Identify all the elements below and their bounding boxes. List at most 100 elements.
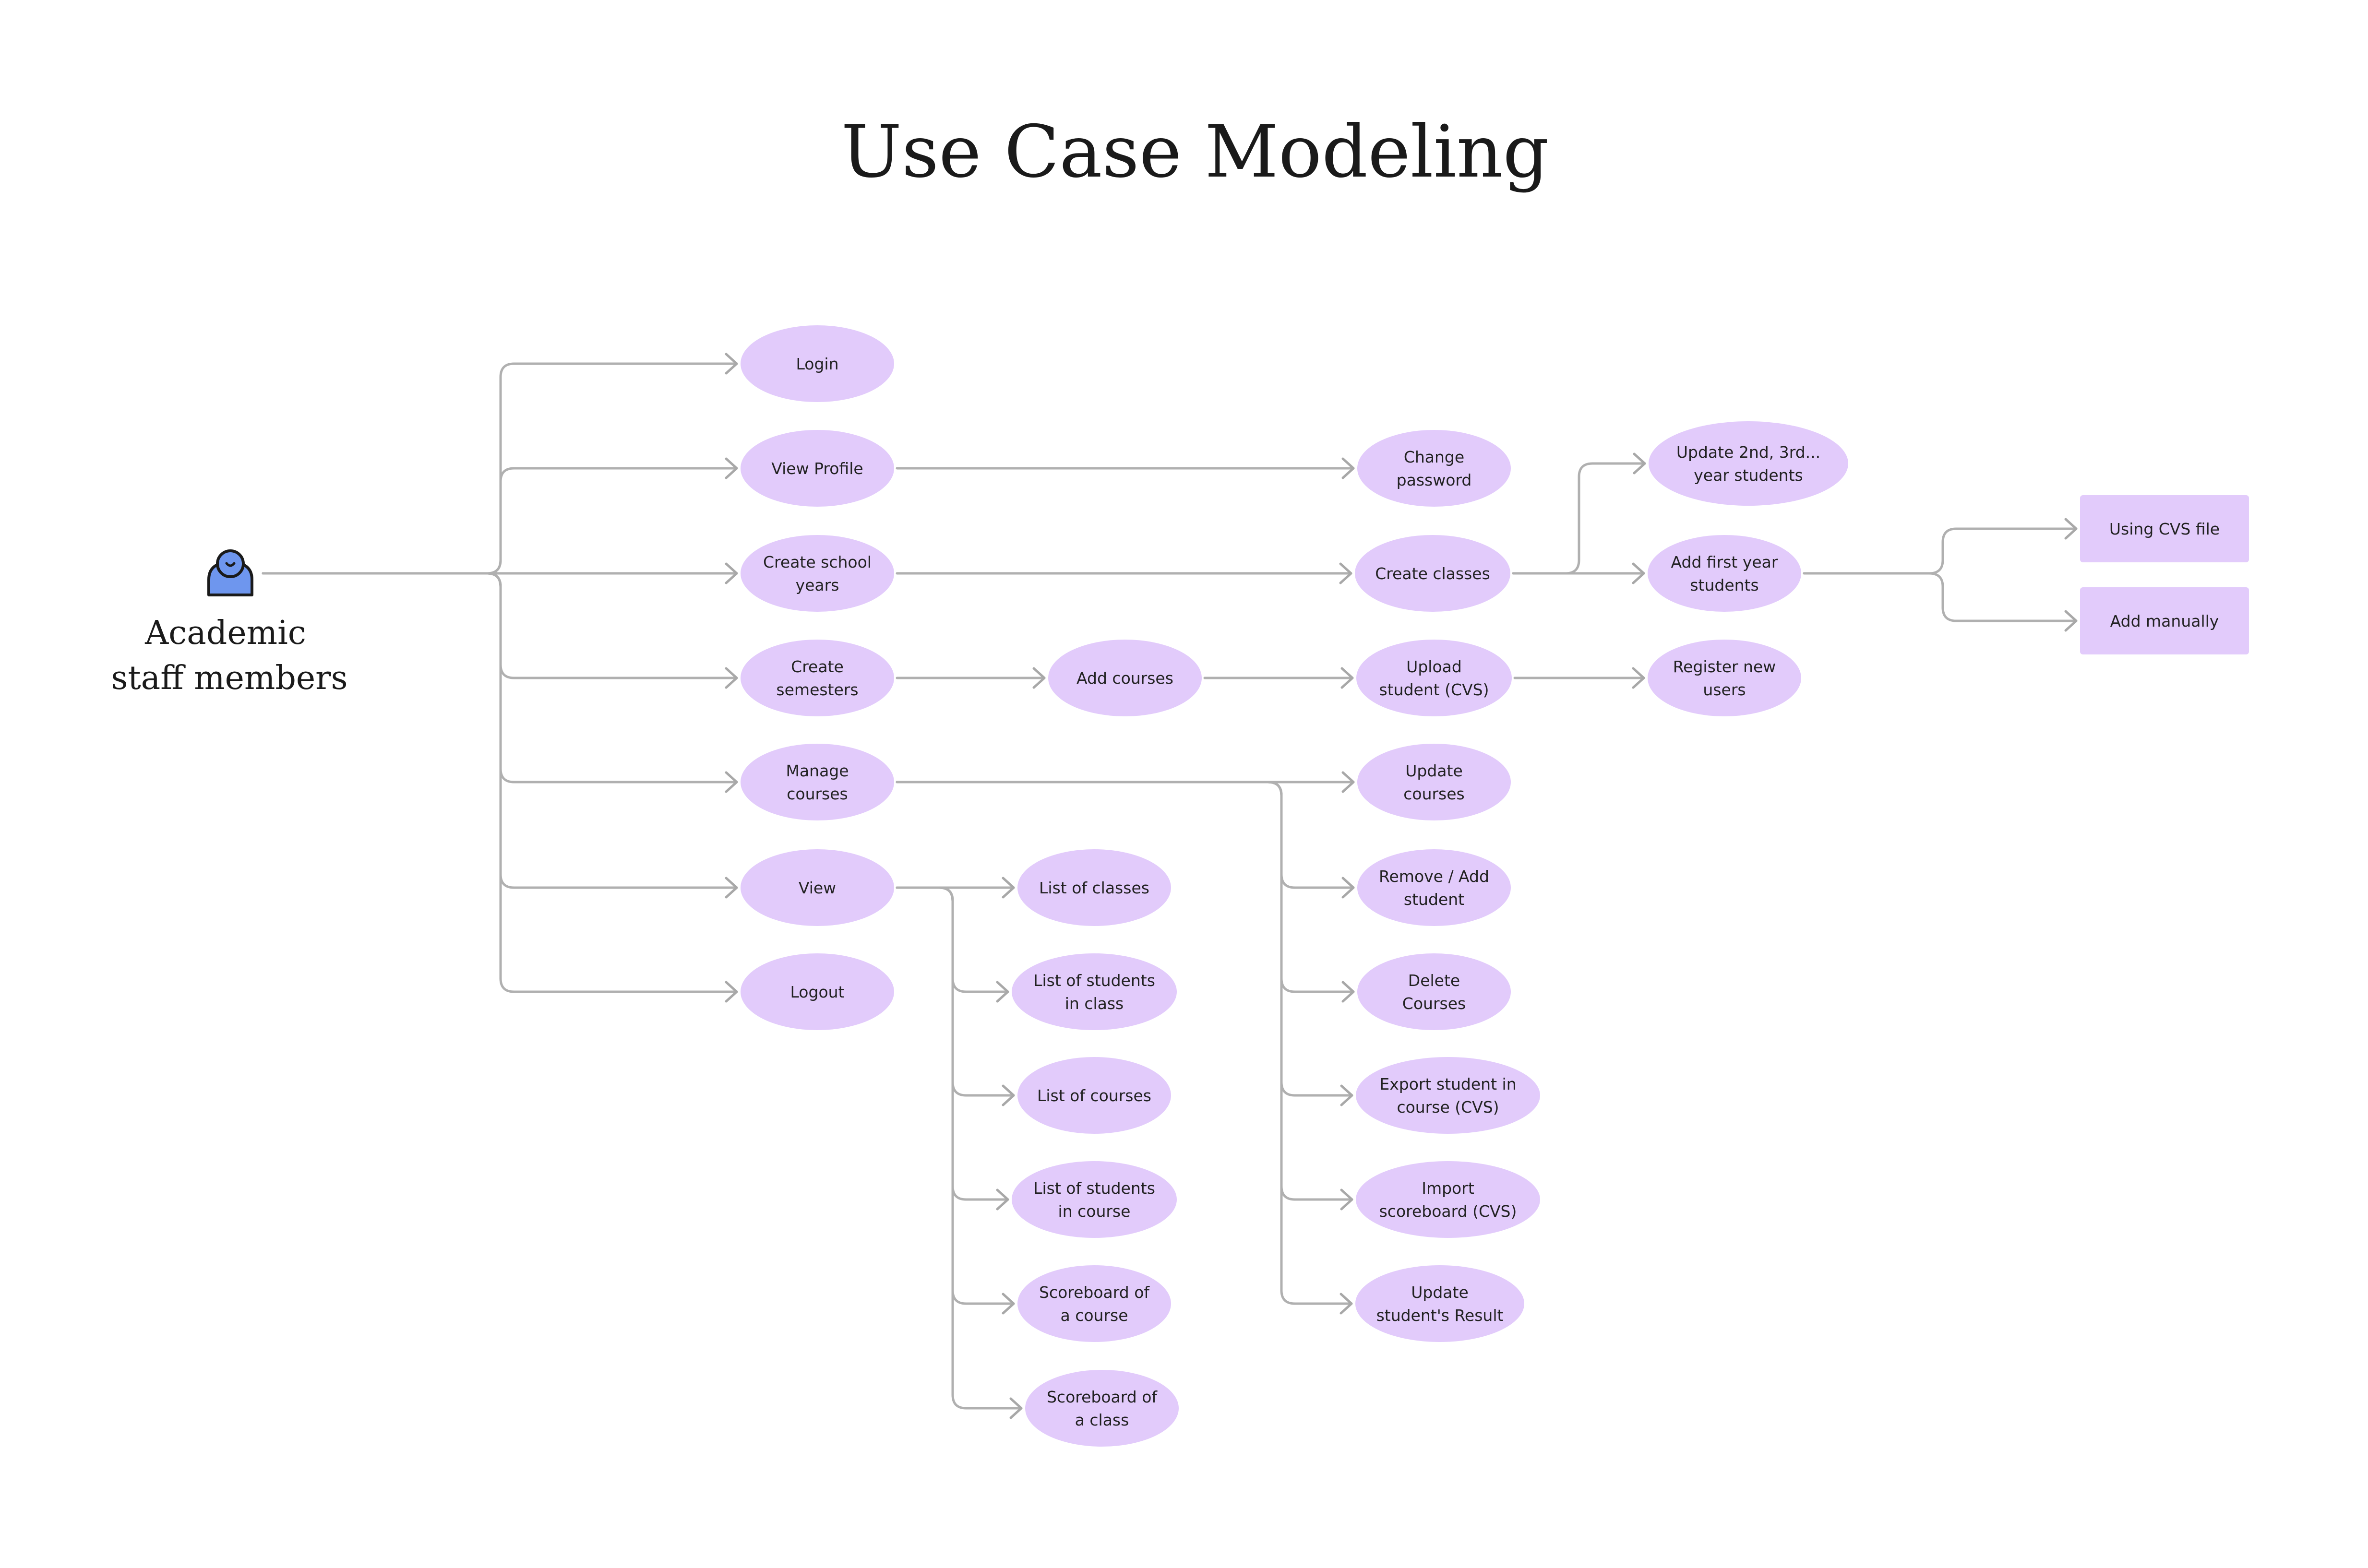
use-case-label: a class	[1075, 1411, 1129, 1429]
use-case-label: scoreboard (CVS)	[1379, 1202, 1517, 1221]
use-case-label: Update	[1405, 761, 1463, 780]
edge-add-courses-to-upload-student-arrow	[1340, 667, 1354, 689]
use-case-create-school-years: Create school years	[741, 535, 894, 612]
use-case-label: in class	[1065, 994, 1124, 1013]
use-case-label: year students	[1694, 466, 1803, 485]
use-case-add-courses: Add courses	[1048, 640, 1202, 716]
edge-add-first-year-to-using-cvs-file	[1803, 527, 2078, 575]
use-case-add-first-year: Add first year students	[1648, 535, 1801, 612]
use-case-shape	[1357, 430, 1511, 507]
use-case-scoreboard-class: Scoreboard of a class	[1025, 1370, 1179, 1447]
edge-actor-to-view-arrow	[725, 877, 738, 899]
actor: Academic staff members	[111, 549, 348, 697]
edge-create-school-years-to-create-classes-arrow	[1339, 562, 1352, 584]
use-case-label: Add first year	[1671, 553, 1778, 571]
edge-actor-to-login-arrow	[725, 353, 738, 375]
use-case-label: users	[1703, 680, 1746, 699]
edge-upload-student-to-register-users-arrow	[1632, 667, 1645, 689]
use-case-label: List of courses	[1037, 1086, 1151, 1105]
use-case-add-manually: Add manually	[2080, 587, 2249, 654]
use-case-view: View	[741, 849, 894, 926]
use-case-label: Create school	[763, 553, 872, 571]
use-case-label: student	[1404, 890, 1464, 909]
edge-manage-courses-to-import-scoreboard-arrow	[1340, 1188, 1353, 1211]
edge-manage-courses-to-delete-courses-arrow	[1341, 981, 1355, 1003]
edge-manage-courses-to-update-result	[896, 781, 1353, 1305]
edge-actor-to-create-school-years-arrow	[725, 562, 738, 584]
use-case-label: List of students	[1033, 1179, 1155, 1198]
edge-view-profile-to-change-password-arrow	[1341, 457, 1355, 479]
edge-manage-courses-to-update-courses-arrow	[1341, 771, 1355, 793]
use-case-label: Using CVS file	[2109, 520, 2220, 538]
use-case-label: Delete	[1408, 971, 1460, 990]
edge-add-first-year-to-add-manually	[1803, 572, 2078, 622]
use-case-list-classes: List of classes	[1017, 849, 1171, 926]
edge-manage-courses-to-remove-add-student-arrow	[1341, 877, 1355, 899]
use-case-shape	[741, 430, 894, 507]
use-case-shape	[741, 325, 894, 402]
use-case-label: Add courses	[1076, 669, 1173, 688]
edge-create-classes-to-add-first-year-arrow	[1632, 562, 1645, 584]
use-case-label: Create	[791, 657, 844, 676]
use-case-shape	[1017, 1057, 1171, 1134]
use-case-shape	[1649, 421, 1848, 506]
use-case-logout: Logout	[741, 953, 894, 1030]
use-case-shape	[1012, 953, 1177, 1030]
use-case-label: Courses	[1402, 994, 1466, 1013]
use-case-label: Scoreboard of	[1047, 1388, 1158, 1406]
use-case-label: Register new	[1673, 657, 1776, 676]
person-icon	[207, 549, 253, 596]
edge-create-classes-to-update-2nd-3rd-arrow	[1633, 452, 1646, 475]
use-case-label: students	[1690, 576, 1758, 594]
use-case-label: List of students	[1033, 971, 1155, 990]
edge-create-classes-to-update-2nd-3rd	[1512, 462, 1646, 575]
use-case-shape	[1648, 535, 1801, 612]
use-case-shape	[741, 744, 894, 820]
use-case-shape	[1357, 849, 1511, 926]
edge-actor-to-view-profile-arrow	[725, 457, 738, 479]
use-case-label: courses	[787, 784, 848, 803]
use-case-register-users: Register new users	[1648, 640, 1801, 716]
edge-create-semesters-to-add-courses-arrow	[1032, 667, 1046, 689]
use-case-label: Update	[1411, 1283, 1469, 1302]
edge-view-to-scoreboard-class-arrow	[1009, 1397, 1023, 1419]
use-case-shape	[741, 953, 894, 1030]
edge-manage-courses-to-update-result-arrow	[1339, 1293, 1353, 1315]
edge-view-to-list-classes-arrow	[1002, 877, 1015, 899]
use-case-shape	[1355, 535, 1510, 612]
diagram-title: Use Case Modeling	[841, 110, 1549, 194]
use-case-shape	[741, 640, 894, 716]
use-case-label: Login	[796, 355, 838, 373]
use-case-login: Login	[741, 325, 894, 402]
edge-view-to-list-students-course-arrow	[996, 1188, 1009, 1211]
edge-actor-to-view-profile	[262, 467, 738, 575]
use-case-shape	[1017, 1265, 1171, 1342]
actor-label-line-2: staff members	[111, 659, 347, 697]
use-case-using-cvs-file: Using CVS file	[2080, 495, 2249, 562]
use-case-list-courses: List of courses	[1017, 1057, 1171, 1134]
use-case-label: View Profile	[771, 459, 863, 478]
use-case-shape	[1025, 1370, 1179, 1447]
edge-actor-to-create-semesters-arrow	[725, 667, 738, 689]
use-case-label: Change	[1404, 448, 1464, 466]
use-case-update-2nd-3rd: Update 2nd, 3rd...year students	[1649, 421, 1848, 506]
use-case-label: Logout	[790, 983, 845, 1001]
use-case-label: years	[796, 576, 839, 594]
use-case-shape	[1012, 1161, 1177, 1238]
use-case-label: Upload	[1406, 657, 1462, 676]
use-case-label: student (CVS)	[1379, 680, 1489, 699]
use-case-update-result: Update student's Result	[1355, 1265, 1524, 1342]
use-case-label: student's Result	[1376, 1306, 1504, 1325]
connectors	[262, 353, 2078, 1419]
use-case-shape	[1356, 1057, 1540, 1134]
